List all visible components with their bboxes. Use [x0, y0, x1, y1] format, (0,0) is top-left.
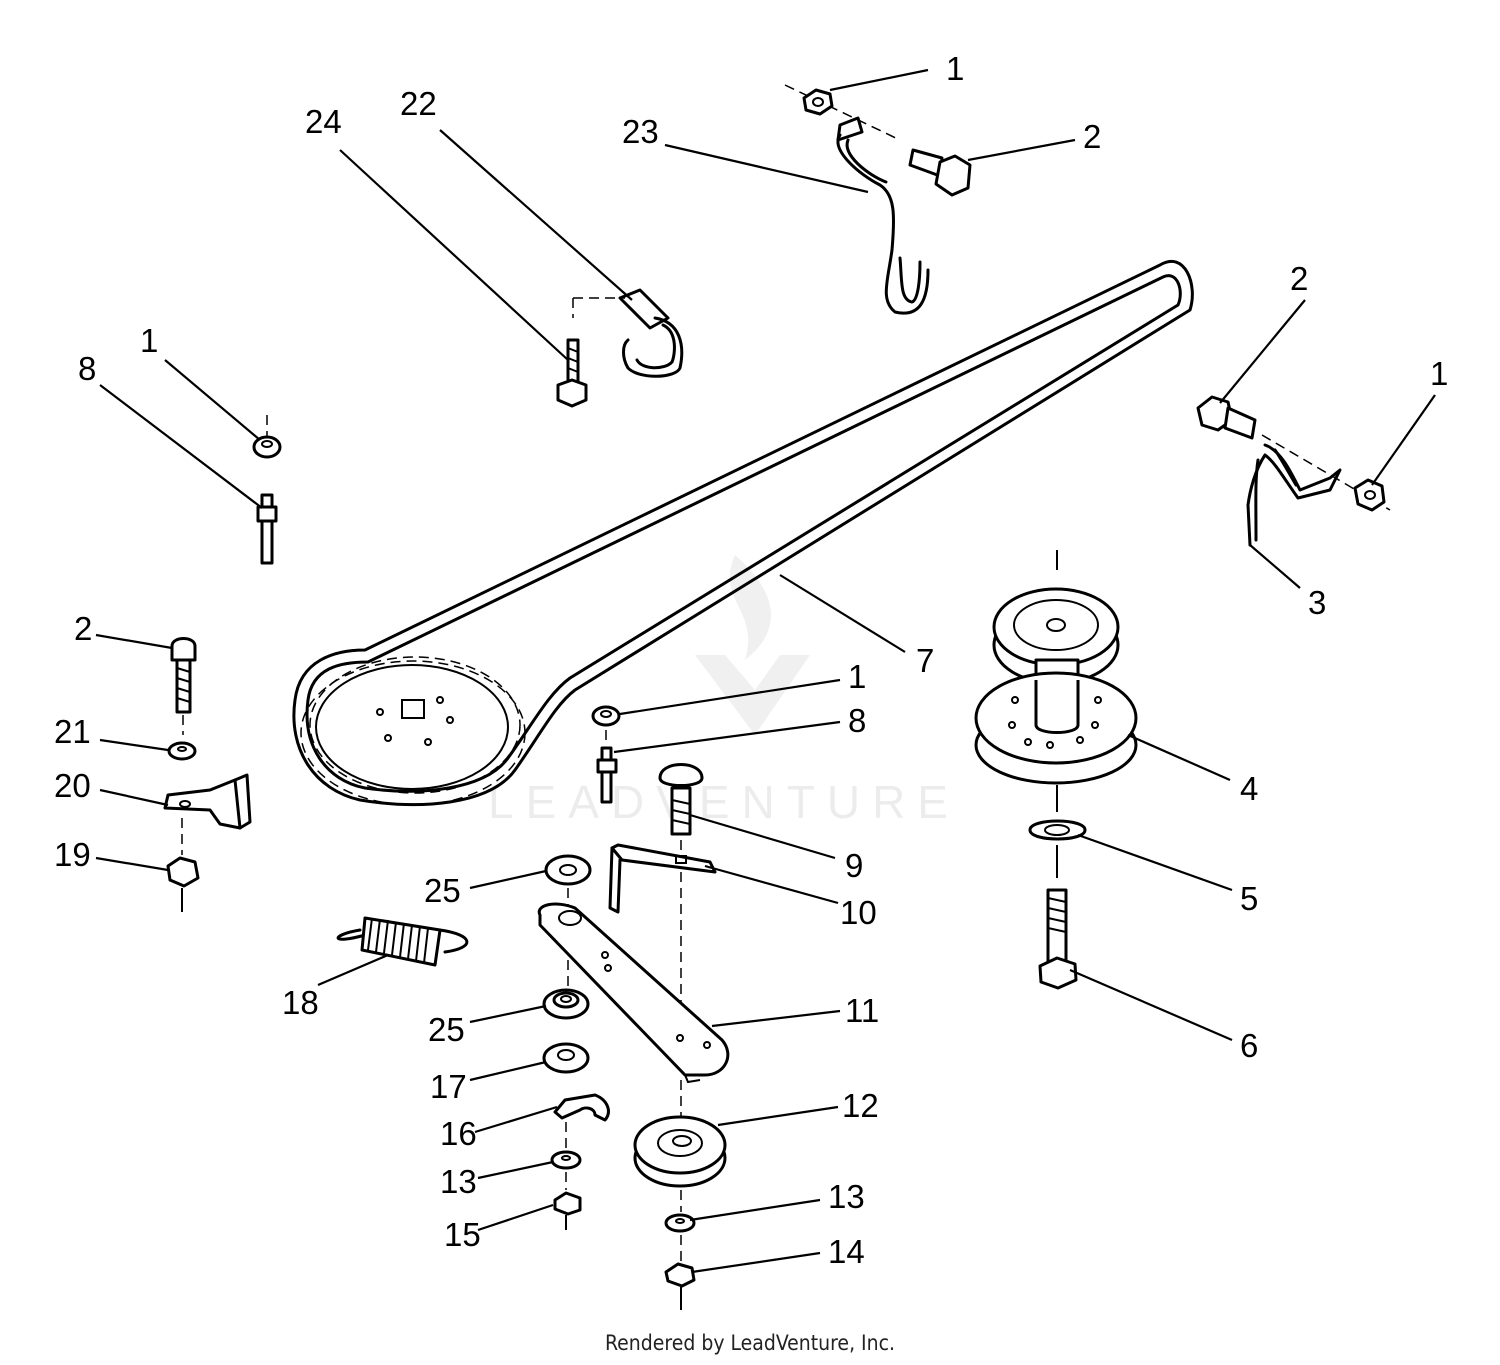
bracket-assembly-left	[163, 637, 252, 912]
footer-credit: Rendered by LeadVenture, Inc.	[605, 1331, 895, 1355]
belt-guide-upper	[784, 84, 972, 315]
callout-17: 17	[430, 1068, 467, 1105]
callout-21: 21	[54, 713, 91, 750]
callout-1: 1	[1430, 355, 1448, 392]
callout-2: 2	[1290, 260, 1308, 297]
callout-19: 19	[54, 836, 91, 873]
callout-18: 18	[282, 984, 319, 1021]
double-pulley	[974, 550, 1138, 990]
callout-7: 7	[916, 642, 934, 679]
callout-1: 1	[946, 50, 964, 87]
callout-1: 1	[848, 658, 866, 695]
callout-20: 20	[54, 767, 91, 804]
callout-25: 25	[428, 1011, 465, 1048]
callout-22: 22	[400, 85, 437, 122]
callout-2: 2	[74, 610, 92, 647]
callout-3: 3	[1308, 584, 1326, 621]
callout-25: 25	[424, 872, 461, 909]
callout-12: 12	[842, 1087, 879, 1124]
belt-guide-middle	[556, 288, 684, 408]
callout-8: 8	[848, 702, 866, 739]
leader-lines	[95, 68, 1436, 1274]
callout-14: 14	[828, 1233, 865, 1270]
callout-24: 24	[305, 103, 342, 140]
callout-16: 16	[440, 1115, 477, 1152]
callout-8: 8	[78, 350, 96, 387]
belt-guide-right	[1196, 395, 1391, 547]
watermark-text: LEADVENTURE	[488, 776, 960, 828]
callout-10: 10	[840, 894, 877, 931]
callout-13: 13	[440, 1163, 477, 1200]
spacer-bolt-left	[252, 415, 282, 565]
callout-6: 6	[1240, 1027, 1258, 1064]
idler-arm	[537, 902, 730, 1084]
callout-5: 5	[1240, 880, 1258, 917]
callout-labels: 1 2 23 22 24 2 1 1 8 3 7 2 1 8 21 4 20 9…	[54, 50, 1448, 1270]
callout-9: 9	[845, 847, 863, 884]
idler-pulley	[633, 1080, 727, 1310]
idler-hardware-stack	[542, 960, 610, 1230]
engine-pulley	[300, 656, 526, 806]
idler-bracket	[608, 843, 717, 914]
callout-15: 15	[444, 1216, 481, 1253]
drive-belt	[292, 260, 1194, 807]
watermark: LEADVENTURE	[488, 555, 960, 828]
callout-11: 11	[845, 992, 879, 1029]
callout-23: 23	[622, 113, 659, 150]
callout-2: 2	[1083, 118, 1101, 155]
callout-4: 4	[1240, 770, 1258, 807]
spacer-bolt-center	[591, 705, 621, 804]
spring	[336, 916, 469, 967]
callout-13: 13	[828, 1178, 865, 1215]
bushing-upper	[544, 854, 592, 905]
callout-1: 1	[140, 322, 158, 359]
